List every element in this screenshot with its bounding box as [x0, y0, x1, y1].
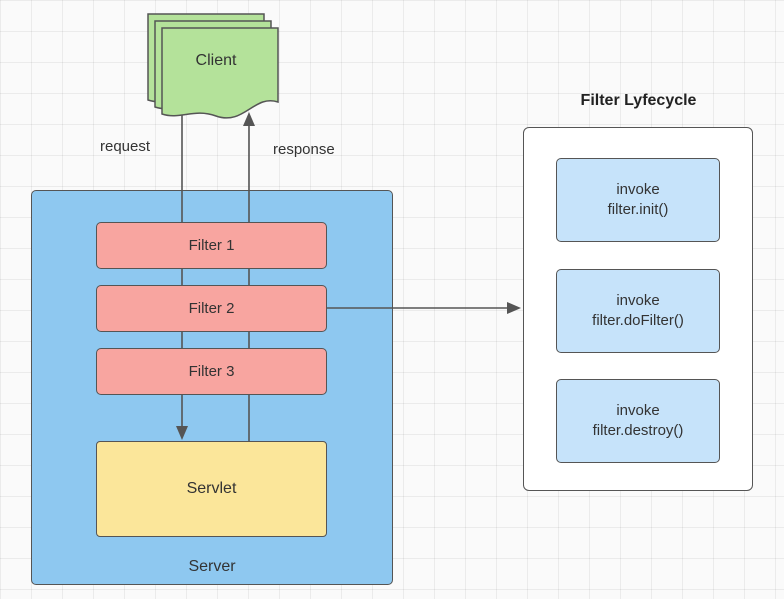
lifecycle-step-init: invoke filter.init()	[556, 158, 720, 242]
client-node: Client	[140, 12, 280, 122]
lifecycle-step-destroy: invoke filter.destroy()	[556, 379, 720, 463]
filter-1-box: Filter 1	[96, 222, 327, 269]
lifecycle-title: Filter Lyfecycle	[580, 92, 697, 109]
step-dofilter-action: invoke	[616, 292, 660, 309]
step-destroy-action: invoke	[616, 402, 660, 419]
filter-3-box: Filter 3	[96, 348, 327, 395]
request-label: request	[100, 138, 151, 155]
client-label: Client	[195, 52, 237, 69]
step-init-action: invoke	[616, 181, 660, 198]
lifecycle-step-dofilter: invoke filter.doFilter()	[556, 269, 720, 353]
filter-3-label: Filter 3	[188, 363, 235, 380]
filter-2-box: Filter 2	[96, 285, 327, 332]
lifecycle-connector-arrowhead	[507, 302, 521, 314]
servlet-box: Servlet	[96, 441, 327, 537]
servlet-label: Servlet	[186, 480, 237, 497]
step-init-method: filter.init()	[607, 201, 669, 218]
client-document-stack-icon	[147, 13, 279, 119]
response-label: response	[273, 141, 335, 158]
filter-2-label: Filter 2	[188, 300, 235, 317]
filter-1-label: Filter 1	[188, 237, 235, 254]
server-label: Server	[188, 558, 236, 575]
step-dofilter-method: filter.doFilter()	[592, 312, 684, 329]
step-destroy-method: filter.destroy()	[592, 422, 684, 439]
